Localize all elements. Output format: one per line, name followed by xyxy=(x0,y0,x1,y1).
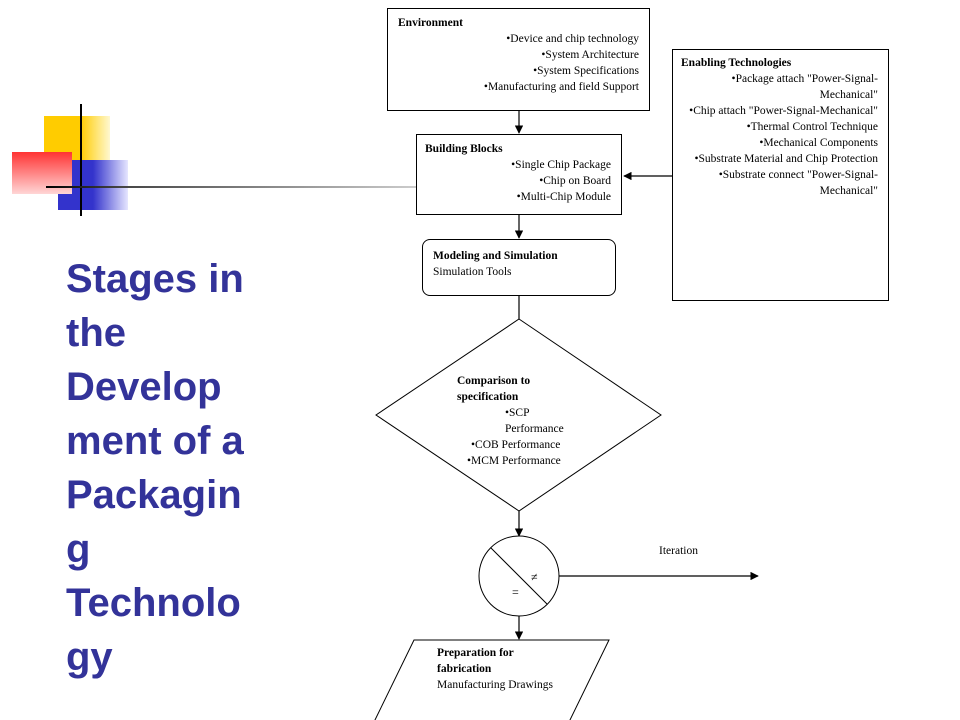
preparation-text: Preparation for fabrication Manufacturin… xyxy=(437,645,557,693)
enabling-item: Thermal Control Technique xyxy=(681,119,878,135)
building-block-item: Single Chip Package xyxy=(425,157,611,173)
environment-item: System Specifications xyxy=(398,63,639,79)
enabling-item: Substrate connect "Power-Signal-Mechanic… xyxy=(681,167,878,199)
deco-horizontal-line xyxy=(46,186,416,188)
enabling-item: Mechanical Components xyxy=(681,135,878,151)
building-blocks-box: Building Blocks Single Chip Package Chip… xyxy=(416,134,622,215)
environment-item: Manufacturing and field Support xyxy=(398,79,639,95)
equal-symbol: = xyxy=(512,585,519,599)
deco-vertical-line xyxy=(80,104,82,216)
building-block-item: Multi-Chip Module xyxy=(425,189,611,205)
enabling-item: Package attach "Power-Signal-Mechanical" xyxy=(681,71,878,103)
not-equal-symbol: ≠ xyxy=(531,570,538,584)
enabling-item: Substrate Material and Chip Protection xyxy=(681,151,879,167)
comparison-item: SCP Performance xyxy=(457,405,565,437)
modeling-heading: Modeling and Simulation xyxy=(433,250,558,262)
comparison-heading: Comparison to specification xyxy=(457,375,531,403)
environment-heading: Environment xyxy=(398,17,463,29)
preparation-subtitle: Manufacturing Drawings xyxy=(437,679,553,691)
environment-box: Environment Device and chip technology S… xyxy=(387,8,650,111)
slide-title: Stages in the Develop ment of a Packagin… xyxy=(66,257,244,679)
modeling-simulation-box: Modeling and Simulation Simulation Tools xyxy=(422,239,616,296)
comparison-item: COB Performance xyxy=(457,437,587,453)
environment-item: Device and chip technology xyxy=(398,31,639,47)
enabling-technologies-box: Enabling Technologies Package attach "Po… xyxy=(672,49,889,301)
preparation-heading: Preparation for fabrication xyxy=(437,647,514,675)
enabling-heading: Enabling Technologies xyxy=(681,57,792,69)
iteration-label: Iteration xyxy=(659,545,698,557)
comparison-text: Comparison to specification SCP Performa… xyxy=(457,373,587,469)
building-block-item: Chip on Board xyxy=(425,173,611,189)
enabling-item: Chip attach "Power-Signal-Mechanical" xyxy=(681,103,878,119)
environment-item: System Architecture xyxy=(398,47,639,63)
preparation-parallelogram xyxy=(374,639,610,720)
building-blocks-heading: Building Blocks xyxy=(425,143,503,155)
modeling-subtitle: Simulation Tools xyxy=(433,266,512,278)
comparison-item: MCM Performance xyxy=(457,453,587,469)
